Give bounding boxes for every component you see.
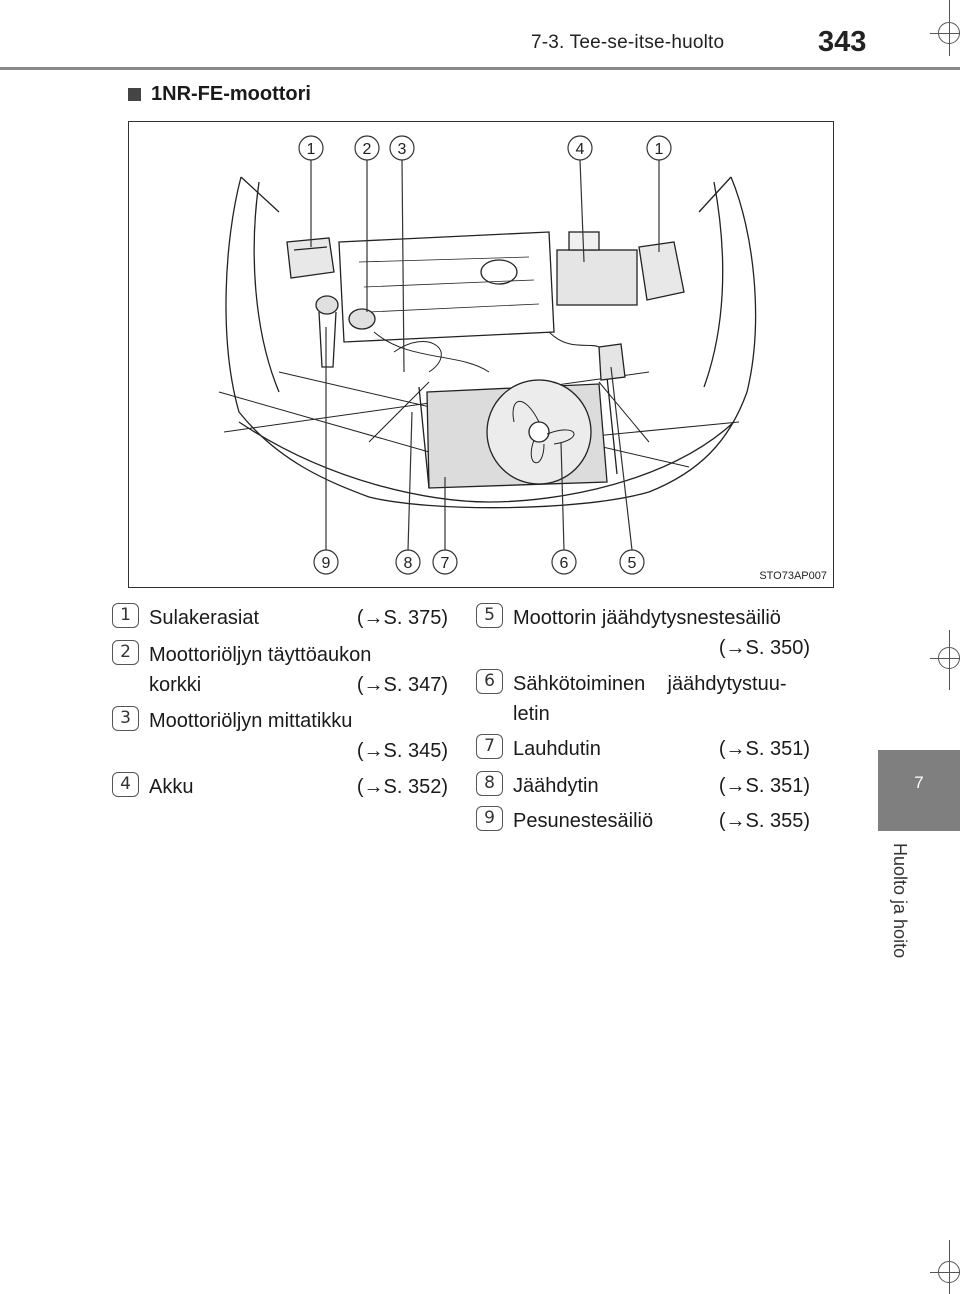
callout-top-3: 3 [398, 141, 407, 158]
item-number-badge: 7 [476, 734, 503, 759]
item-label: Jäähdytin [513, 775, 599, 797]
page-number: 343 [818, 26, 867, 58]
item-label: Sähkötoiminen jäähdytystuu- [513, 673, 787, 695]
crop-mark [930, 658, 960, 659]
item-page-ref: (→S. 375) [356, 607, 448, 629]
item-number-badge: 4 [112, 772, 139, 797]
item-label: Moottoriöljyn mittatikku [149, 710, 353, 732]
callout-top-5: 1 [655, 141, 664, 158]
callout-top-2: 2 [363, 141, 372, 158]
item-label: Akku [149, 776, 194, 798]
callout-bottom-3: 7 [441, 555, 450, 572]
item-page-ref: (→S. 350) [718, 637, 810, 659]
item-number-badge: 9 [476, 806, 503, 831]
engine-bay-illustration: 1 2 3 4 1 9 8 7 6 5 STO73AP007 [128, 121, 834, 588]
item-label: Sulakerasiat [149, 607, 260, 629]
heading-text: 1NR-FE-moottori [151, 83, 311, 105]
legend-item: 7 Lauhdutin (→S. 351) [476, 734, 810, 770]
legend-item: 8 Jäähdytin (→S. 351) [476, 771, 810, 807]
legend-item: 1 Sulakerasiat (→S. 375) [112, 603, 448, 643]
legend-item: 6 Sähkötoiminen jäähdytystuu- letin [476, 669, 810, 733]
legend-item: 5 Moottorin jäähdytysnestesäiliö (→S. 35… [476, 603, 810, 667]
heading-bullet-icon [128, 88, 141, 101]
item-number-badge: 3 [112, 706, 139, 731]
figure-code: STO73AP007 [759, 570, 827, 582]
chapter-title: Huolto ja hoito [890, 843, 910, 959]
item-number-badge: 5 [476, 603, 503, 628]
legend-item: 4 Akku (→S. 352) [112, 772, 448, 808]
header-divider [0, 67, 960, 70]
chapter-tab [878, 750, 960, 831]
item-label: Moottoriöljyn täyttöaukon [149, 644, 372, 666]
callout-bottom-1: 9 [322, 555, 331, 572]
engine-diagram: 1 2 3 4 1 9 8 7 6 5 [218, 135, 757, 575]
callout-top-4: 4 [576, 141, 585, 158]
callout-top-1: 1 [307, 141, 316, 158]
legend-item: 2 Moottoriöljyn täyttöaukon korkki (→S. … [112, 640, 448, 704]
item-page-ref: (→S. 347) [356, 674, 448, 696]
callout-bottom-4: 6 [560, 555, 569, 572]
section-title: 7-3. Tee-se-itse-huolto [531, 32, 725, 53]
legend-item: 9 Pesunestesäiliö (→S. 355) [476, 806, 810, 842]
item-label: Moottorin jäähdytysnestesäiliö [513, 607, 781, 629]
legend-item: 3 Moottoriöljyn mittatikku (→S. 345) [112, 706, 448, 770]
callout-bottom-2: 8 [404, 555, 413, 572]
item-label: Pesunestesäiliö [513, 810, 654, 832]
crop-mark [930, 33, 960, 34]
crop-mark [930, 1272, 960, 1273]
item-label-line2: letin [513, 703, 550, 725]
item-page-ref: (→S. 352) [356, 776, 448, 798]
item-label-line2: korkki [149, 674, 202, 696]
item-page-ref: (→S. 351) [718, 738, 810, 760]
item-number-badge: 1 [112, 603, 139, 628]
item-page-ref: (→S. 351) [718, 775, 810, 797]
callout-bottom-5: 5 [628, 555, 637, 572]
item-number-badge: 2 [112, 640, 139, 665]
section-heading: 1NR-FE-moottori [128, 83, 311, 106]
chapter-number: 7 [914, 773, 924, 792]
item-label: Lauhdutin [513, 738, 601, 760]
item-page-ref: (→S. 355) [718, 810, 810, 832]
item-page-ref: (→S. 345) [356, 740, 448, 762]
item-number-badge: 6 [476, 669, 503, 694]
item-number-badge: 8 [476, 771, 503, 796]
